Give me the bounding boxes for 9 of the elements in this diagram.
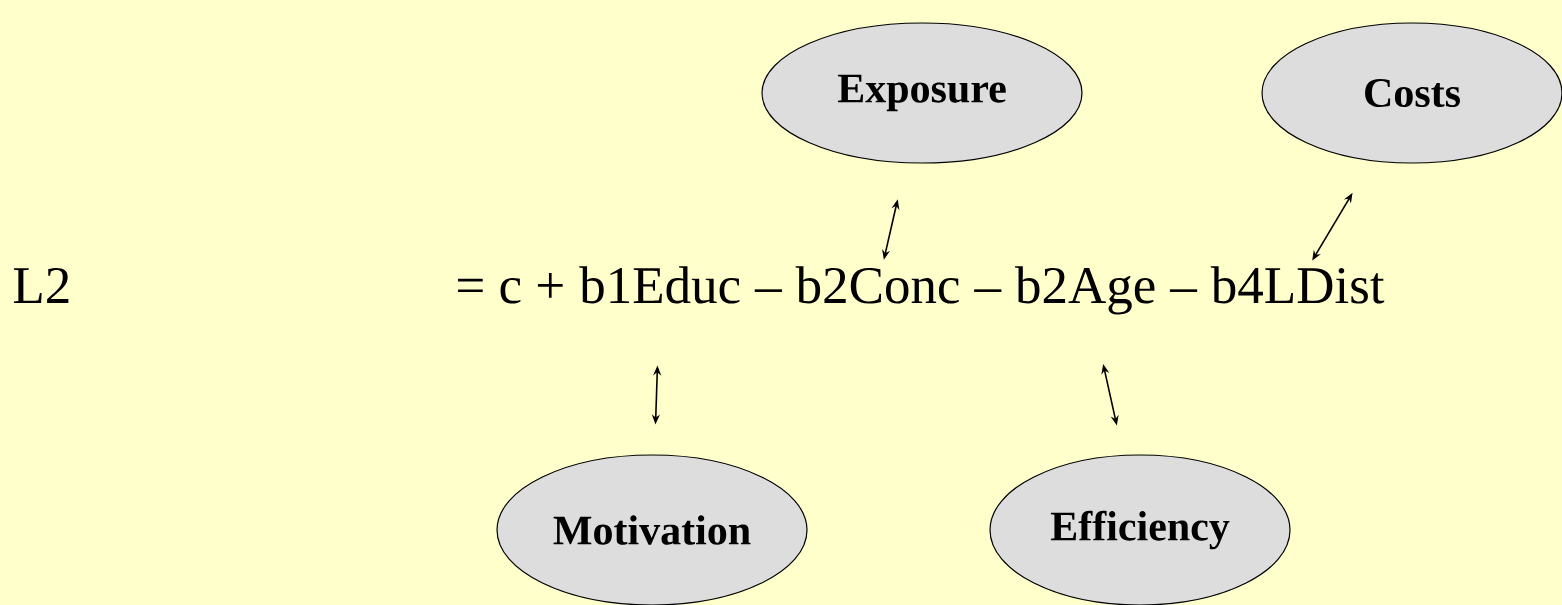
equation-operator: = c + [458,273,563,304]
equation-term: b2Age [1015,266,1155,315]
equation-term: b1Educ [579,266,740,304]
equation-operator: – [1169,289,1198,292]
equation-term: b2Conc [795,266,959,304]
equation-term: b4LDist [1210,266,1385,304]
equation-operator: – [754,289,782,292]
equation-label: L2 [13,267,69,303]
equation-operator: – [974,289,1002,292]
